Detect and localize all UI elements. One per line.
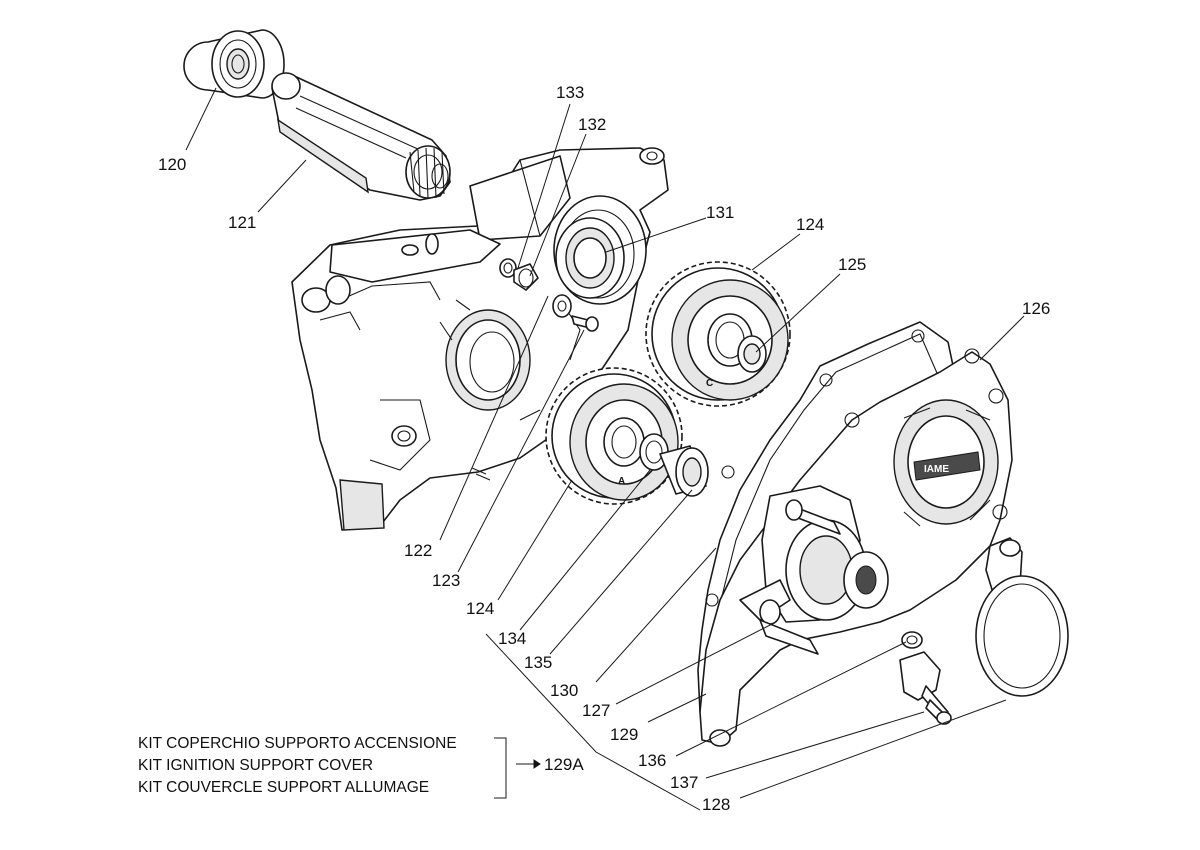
kit-line-italian: KIT COPERCHIO SUPPORTO ACCENSIONE [138, 735, 457, 752]
callout-124-lower: 124 [466, 599, 494, 618]
callout-134: 134 [498, 629, 526, 648]
cover-logo: IAME [924, 464, 949, 475]
gear-mark-c: C [706, 378, 713, 389]
callout-123: 123 [432, 571, 460, 590]
gear-124-upper: C [645, 261, 791, 407]
callout-136: 136 [638, 751, 666, 770]
bearing-131 [555, 217, 625, 299]
callout-127: 127 [582, 701, 610, 720]
callout-132: 132 [578, 115, 606, 134]
shaft-121 [271, 72, 451, 201]
callout-labels: 120 121 133 132 131 124 125 126 122 123 … [158, 83, 1050, 814]
bushing-135 [659, 445, 709, 497]
kit-line-english: KIT IGNITION SUPPORT COVER [138, 757, 373, 774]
callout-122: 122 [404, 541, 432, 560]
kit-line-french: KIT COUVERCLE SUPPORT ALLUMAGE [138, 779, 429, 796]
bearing-120 [183, 29, 285, 99]
screw-123 [571, 315, 599, 332]
callout-125: 125 [838, 255, 866, 274]
kit-note: KIT COPERCHIO SUPPORTO ACCENSIONE KIT IG… [138, 735, 457, 796]
washer-123 [552, 294, 572, 318]
callout-124-upper: 124 [796, 215, 824, 234]
callout-120: 120 [158, 155, 186, 174]
callout-126: 126 [1022, 299, 1050, 318]
callout-128: 128 [702, 795, 730, 814]
callout-131: 131 [706, 203, 734, 222]
ring-133 [499, 258, 517, 278]
cover-126: IAME [699, 348, 1013, 747]
ring-128 [975, 575, 1069, 697]
washer-136 [901, 631, 923, 649]
callout-130: 130 [550, 681, 578, 700]
gear-mark-a: A [618, 476, 625, 487]
callout-137: 137 [670, 773, 698, 792]
callout-129: 129 [610, 725, 638, 744]
leader-lines [185, 87, 1025, 811]
gear-124-lower: A [545, 367, 683, 505]
callout-121: 121 [228, 213, 256, 232]
callout-135: 135 [524, 653, 552, 672]
key-125 [737, 335, 767, 373]
callout-133: 133 [556, 83, 584, 102]
callout-129a: 129A [544, 755, 584, 774]
